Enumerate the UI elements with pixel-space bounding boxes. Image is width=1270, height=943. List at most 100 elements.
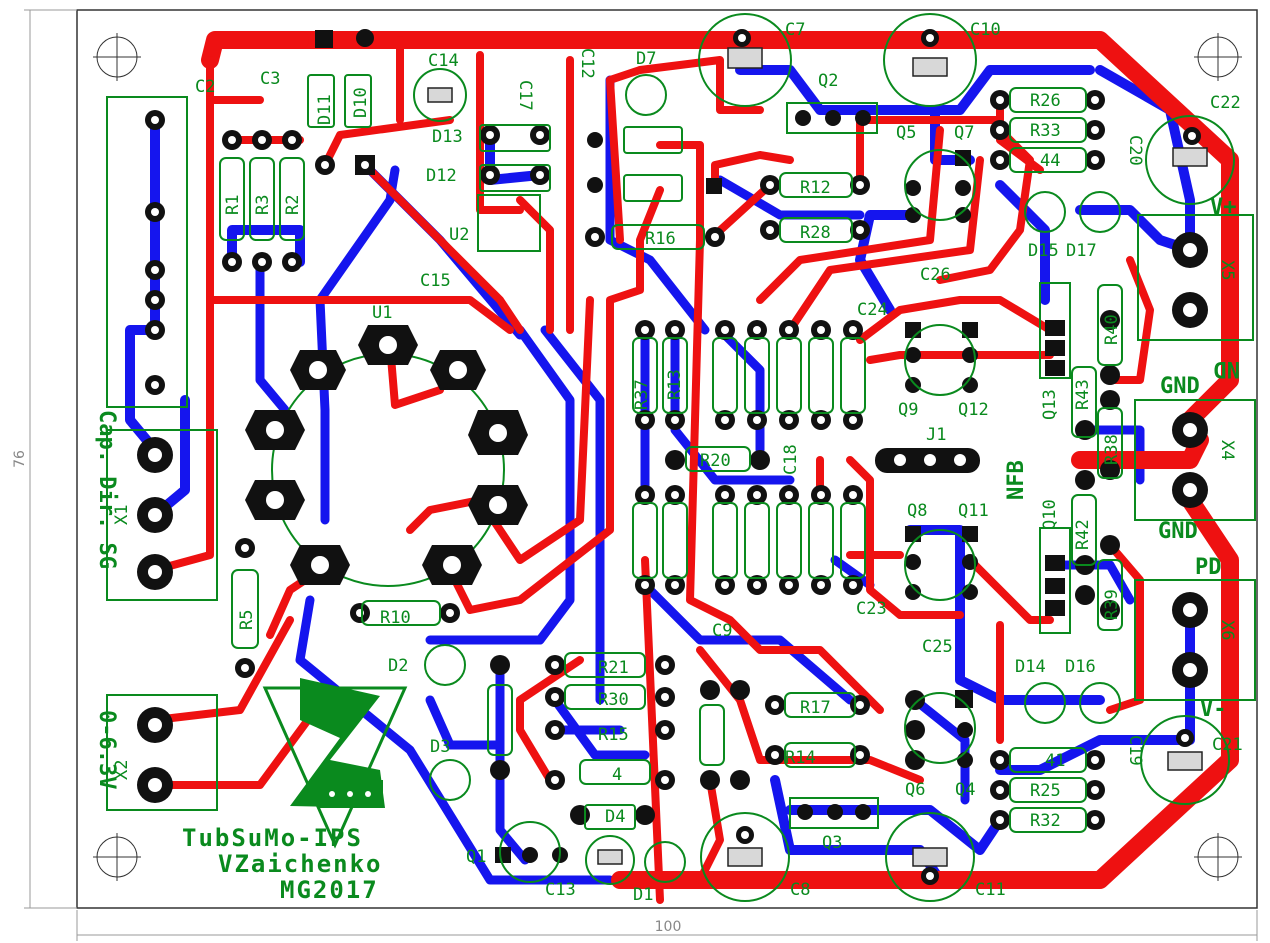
v-minus-label: V- xyxy=(1200,697,1227,722)
svg-text:R17: R17 xyxy=(800,698,831,718)
svg-text:Q12: Q12 xyxy=(958,400,989,420)
svg-text:D11: D11 xyxy=(315,94,335,125)
mount-hole-br xyxy=(1194,833,1242,881)
svg-text:C18: C18 xyxy=(781,444,801,475)
svg-text:C11: C11 xyxy=(975,880,1006,900)
svg-text:R39: R39 xyxy=(1102,589,1122,620)
svg-text:C24: C24 xyxy=(857,300,888,320)
svg-text:Q9: Q9 xyxy=(898,400,918,420)
svg-text:R16: R16 xyxy=(645,229,676,249)
x1-label: X1 xyxy=(112,505,132,525)
svg-text:C26: C26 xyxy=(920,265,951,285)
svg-text:R43: R43 xyxy=(1073,379,1093,410)
tube-socket-u1 xyxy=(245,325,528,587)
mount-hole-tl xyxy=(93,33,141,81)
svg-text:Q7: Q7 xyxy=(954,123,974,143)
svg-text:Q2: Q2 xyxy=(818,71,838,91)
svg-text:C3: C3 xyxy=(260,69,280,89)
svg-text:D13: D13 xyxy=(432,127,463,147)
svg-text:D4: D4 xyxy=(605,807,625,827)
svg-text:C20: C20 xyxy=(1125,135,1145,166)
svg-text:R21: R21 xyxy=(598,658,629,678)
svg-text:Q13: Q13 xyxy=(1040,389,1060,420)
nd-label: ND xyxy=(1214,356,1241,381)
svg-text:C10: C10 xyxy=(970,20,1001,40)
diode-footprints xyxy=(424,74,1121,883)
mount-hole-bl xyxy=(93,833,141,881)
svg-text:R33: R33 xyxy=(1030,121,1061,141)
svg-text:C25: C25 xyxy=(922,637,953,657)
svg-text:R5: R5 xyxy=(237,610,257,630)
svg-text:C23: C23 xyxy=(856,599,887,619)
svg-text:D7: D7 xyxy=(636,49,656,69)
svg-text:R26: R26 xyxy=(1030,91,1061,111)
electrolytic-caps xyxy=(413,13,1235,902)
gnd-bottom-label: GND xyxy=(1158,519,1198,544)
mounting-holes xyxy=(93,33,1242,881)
jumper-j1 xyxy=(875,448,980,473)
svg-text:C17: C17 xyxy=(515,80,535,111)
nfb-label: NFB xyxy=(1004,460,1029,500)
svg-text:Q8: Q8 xyxy=(907,501,927,521)
svg-text:C13: C13 xyxy=(545,880,576,900)
svg-text:44: 44 xyxy=(1040,151,1060,171)
v-plus-label: V+ xyxy=(1210,195,1237,220)
svg-text:C7: C7 xyxy=(785,20,805,40)
svg-text:U2: U2 xyxy=(449,225,469,245)
cap-c22 xyxy=(1145,115,1235,205)
cap-c8 xyxy=(700,812,790,902)
svg-text:R40: R40 xyxy=(1102,314,1122,345)
svg-text:D17: D17 xyxy=(1066,241,1097,261)
svg-text:C12: C12 xyxy=(577,48,597,79)
svg-text:Q4: Q4 xyxy=(955,780,975,800)
x2-label: X2 xyxy=(112,760,132,780)
svg-text:R32: R32 xyxy=(1030,811,1061,831)
svg-text:R2: R2 xyxy=(283,195,303,215)
cap-c10 xyxy=(883,13,977,107)
x1-caption: Cap. Dir. SG xyxy=(94,410,119,569)
svg-text:D2: D2 xyxy=(388,656,408,676)
svg-text:4: 4 xyxy=(612,765,622,785)
svg-text:C21: C21 xyxy=(1212,735,1243,755)
height-label: 76 xyxy=(12,450,28,468)
cap-c21 xyxy=(1140,715,1230,805)
svg-text:R42: R42 xyxy=(1073,519,1093,550)
svg-text:C2: C2 xyxy=(195,77,215,97)
x4-label: X4 xyxy=(1217,440,1237,460)
gnd-top-label: GND xyxy=(1160,374,1200,399)
mount-hole-tr xyxy=(1194,33,1242,81)
svg-text:C8: C8 xyxy=(790,880,810,900)
width-label: 100 xyxy=(655,919,682,935)
svg-text:C15: C15 xyxy=(420,271,451,291)
svg-text:Q6: Q6 xyxy=(905,780,925,800)
cap-c7 xyxy=(698,13,792,107)
svg-text:D12: D12 xyxy=(426,166,457,186)
svg-text:D10: D10 xyxy=(351,87,371,118)
pd-label: PD xyxy=(1195,555,1222,580)
connector-blocks xyxy=(106,96,1256,811)
svg-text:Q11: Q11 xyxy=(958,501,989,521)
svg-text:R12: R12 xyxy=(800,178,831,198)
svg-text:C14: C14 xyxy=(428,51,459,71)
dimension-height: 76 xyxy=(12,9,77,909)
svg-text:Q1: Q1 xyxy=(466,847,486,867)
dimension-width: 100 xyxy=(76,910,1258,941)
svg-text:R37: R37 xyxy=(632,379,652,410)
svg-text:C9: C9 xyxy=(712,621,732,641)
svg-text:R25: R25 xyxy=(1030,781,1061,801)
title-line-1: TubSuMo-IPS xyxy=(182,824,363,852)
svg-text:R1: R1 xyxy=(223,195,243,215)
title-line-3: MG2017 xyxy=(280,876,379,904)
z-logo xyxy=(262,678,408,849)
svg-text:R14: R14 xyxy=(785,748,816,768)
svg-text:Q5: Q5 xyxy=(896,123,916,143)
svg-text:D15: D15 xyxy=(1028,241,1059,261)
svg-text:R30: R30 xyxy=(598,690,629,710)
svg-text:D1: D1 xyxy=(633,885,653,905)
svg-text:41: 41 xyxy=(1045,751,1065,771)
svg-text:R38: R38 xyxy=(1102,434,1122,465)
resistor-outlines xyxy=(219,74,1123,833)
svg-text:R15: R15 xyxy=(598,725,629,745)
silkscreen-labels: C2 C3 C14 D13 D12 U2 C15 U1 C7 C10 D7 Q2… xyxy=(195,20,1243,905)
